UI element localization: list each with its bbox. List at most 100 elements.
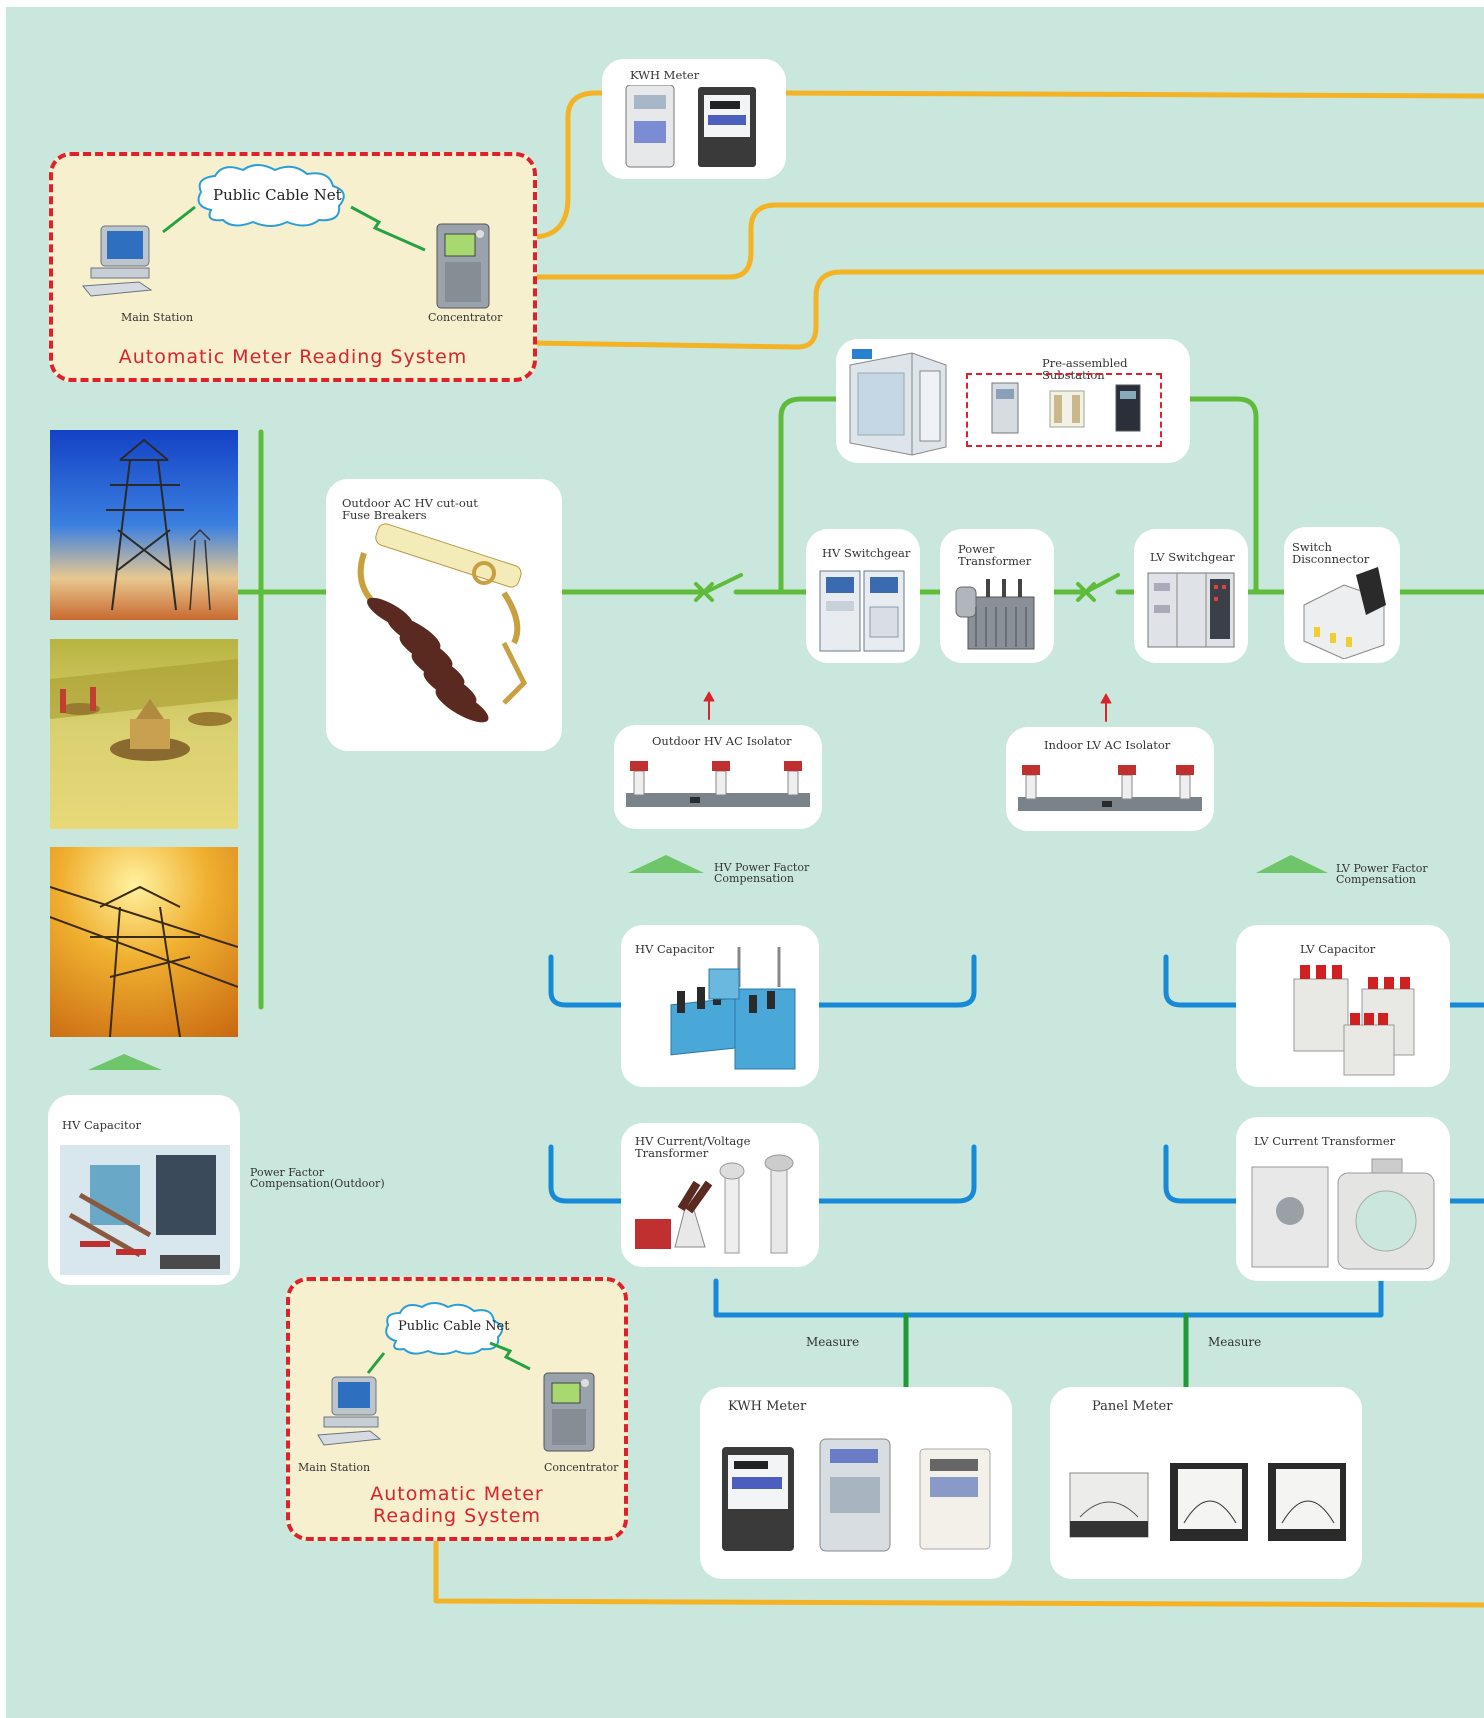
main-station-label: Main Station: [121, 311, 194, 324]
cloud-label: Public Cable Net: [213, 186, 342, 204]
lv-pfc-label: LV Power Factor Compensation: [1336, 862, 1428, 886]
substation-icon: [849, 349, 947, 456]
link-lines: [366, 1341, 531, 1374]
fuse-breaker-icon: [357, 523, 528, 723]
hv-capacitor-outdoor-title: HV Capacitor: [62, 1118, 142, 1132]
hv-capacitor-icon: [670, 947, 796, 1070]
pre-assembled-substation-card: Pre-assembled Substation: [836, 339, 1190, 463]
amr-system-bottom: Public Cable Net Main Station Concentrat…: [286, 1277, 628, 1541]
measure-label-right: Measure: [1208, 1335, 1262, 1349]
lv-capacitor-card: LV Capacitor: [1236, 925, 1450, 1087]
hv-switchgear-icon: [819, 570, 905, 652]
panel-meter-card: Panel Meter: [1050, 1387, 1362, 1579]
amr-title-line2: Reading System: [372, 1505, 541, 1527]
switch-2-x: [1076, 582, 1096, 602]
amr-title-line1: Automatic Meter: [370, 1483, 544, 1505]
power-lines-photo: [50, 847, 238, 1037]
lv-current-transformer-icon: [1251, 1158, 1435, 1270]
indoor-lv-isolator-title: Indoor LV AC Isolator: [1044, 738, 1171, 752]
main-station-computer-icon: [317, 1376, 382, 1446]
pre-assembled-substation-title: Pre-assembled Substation: [1042, 356, 1128, 382]
hv-switchgear-card: HV Switchgear: [806, 529, 920, 663]
lv-capacitor-title: LV Capacitor: [1300, 942, 1376, 956]
blue-bracket-hv-cap: [548, 954, 977, 1008]
pfc-arrow-hv: [628, 855, 704, 873]
lv-switchgear-icon: [1147, 572, 1235, 648]
outdoor-hv-isolator-icon: [626, 761, 810, 807]
transmission-tower-photo: [50, 430, 238, 620]
concentrator-icon: [436, 223, 490, 309]
orange-line-1: [529, 90, 609, 240]
hv-capacitor-outdoor-card: HV Capacitor: [48, 1095, 240, 1285]
outdoor-hv-isolator-card: Outdoor HV AC Isolator: [614, 725, 822, 829]
panel-meter-icon: [1069, 1463, 1346, 1541]
lv-capacitor-icon: [1293, 965, 1415, 1076]
switch-1: [704, 573, 743, 594]
blue-measure-bus: [713, 1278, 1384, 1318]
switch-disconnector-title: Switch Disconnector: [1292, 540, 1370, 566]
hv-capacitor-outdoor-icon: [60, 1145, 230, 1275]
main-station-computer-icon: [82, 225, 153, 297]
blue-bracket-lv-ct: [1163, 1144, 1484, 1204]
green-bypass-line: [778, 396, 1259, 595]
fuse-breakers-title: Outdoor AC HV cut-out Fuse Breakers: [342, 496, 478, 522]
blue-bracket-lv-cap: [1163, 954, 1484, 1008]
kwh-meter-top-title: KWH Meter: [630, 68, 700, 82]
power-transformer-card: Power Transformer: [940, 529, 1054, 663]
orange-line-5: [433, 1534, 1484, 1608]
measure-label-left: Measure: [806, 1335, 860, 1349]
pfc-outdoor-label: Power Factor Compensation(Outdoor): [250, 1166, 385, 1190]
red-arrow-1-head: [703, 691, 715, 702]
kwh-meter-bottom-title: KWH Meter: [728, 1399, 807, 1414]
hv-pfc-label: HV Power Factor Compensation: [714, 861, 810, 885]
cloud-icon: [197, 164, 345, 227]
hv-ct-vt-card: HV Current/Voltage Transformer: [621, 1123, 819, 1267]
kwh-meter-icon: [722, 1438, 991, 1552]
amr-system-top: Public Cable Net Main Station Concentrat…: [49, 152, 537, 382]
panel-meter-title: Panel Meter: [1092, 1399, 1173, 1414]
blue-bracket-hv-ct: [548, 1144, 977, 1204]
hydro-power-plant-photo: [50, 639, 238, 829]
indoor-lv-isolator-card: Indoor LV AC Isolator: [1006, 727, 1214, 831]
lv-current-transformer-title: LV Current Transformer: [1254, 1134, 1396, 1148]
red-arrow-2-head: [1100, 693, 1112, 704]
hydro-power-plant-icon: [50, 659, 238, 761]
link-lines: [162, 205, 426, 252]
lv-switchgear-title: LV Switchgear: [1150, 550, 1235, 564]
power-lines-icon: [50, 885, 238, 1037]
power-transformer-title: Power Transformer: [958, 542, 1032, 568]
cloud-icon: [385, 1302, 504, 1355]
diagram-canvas: Public Cable Net Main Station Concentrat…: [6, 7, 1484, 1718]
orange-line-4: [529, 269, 1484, 350]
fuse-breakers-card: Outdoor AC HV cut-out Fuse Breakers: [326, 479, 562, 751]
cloud-label: Public Cable Net: [398, 1319, 510, 1334]
transmission-tower-icon: [106, 438, 211, 611]
connection-lines: [88, 90, 1484, 1608]
main-station-label: Main Station: [298, 1461, 371, 1474]
hv-capacitor-card: HV Capacitor: [621, 925, 819, 1087]
hv-capacitor-title: HV Capacitor: [635, 942, 715, 956]
substation-components-icon: [991, 382, 1141, 434]
hv-ct-vt-title: HV Current/Voltage Transformer: [635, 1134, 751, 1160]
lv-current-transformer-card: LV Current Transformer: [1236, 1117, 1450, 1281]
orange-line-2: [778, 90, 1484, 99]
indoor-lv-isolator-icon: [1018, 765, 1202, 811]
pfc-arrow-lv: [1256, 855, 1328, 873]
switch-disconnector-card: Switch Disconnector: [1284, 527, 1400, 663]
outdoor-hv-isolator-title: Outdoor HV AC Isolator: [652, 734, 792, 748]
concentrator-label: Concentrator: [428, 311, 503, 324]
concentrator-label: Concentrator: [544, 1461, 619, 1474]
switch-disconnector-icon: [1303, 567, 1386, 659]
kwh-meter-top-card: KWH Meter: [602, 59, 786, 179]
lv-switchgear-card: LV Switchgear: [1134, 529, 1248, 663]
switch-1-x: [694, 582, 714, 602]
substation-components-box: [966, 373, 1162, 447]
orange-line-3: [529, 202, 1484, 280]
kwh-meter-icon: [625, 85, 756, 168]
hv-switchgear-title: HV Switchgear: [822, 546, 911, 560]
amr-title: Automatic Meter Reading System: [118, 346, 468, 368]
power-transformer-icon: [955, 579, 1035, 650]
hv-ct-vt-icon: [635, 1154, 794, 1254]
concentrator-icon: [543, 1372, 595, 1452]
pfc-arrow-outdoor: [88, 1054, 162, 1070]
